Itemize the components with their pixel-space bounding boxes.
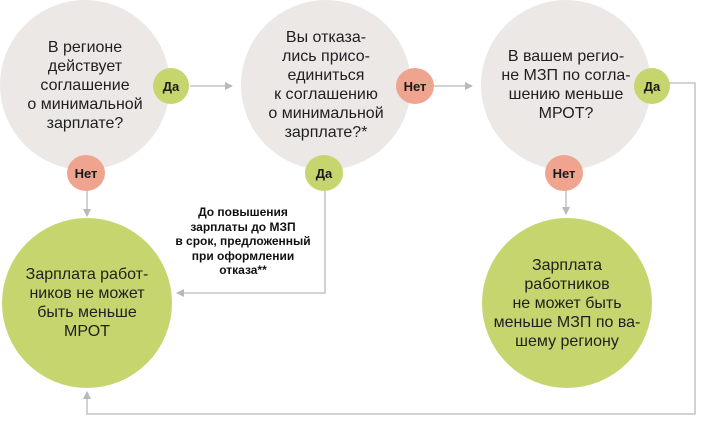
question-refused-to-join-text: Вы отказа- лись присо- единиться к согла… xyxy=(268,29,384,141)
question-refused-to-join: Вы отказа- лись присо- единиться к согла… xyxy=(241,0,411,170)
badge-no-q2: Нет xyxy=(396,68,434,104)
result-not-less-than-mrot: Зарплата работ- ников не может быть мень… xyxy=(2,218,172,388)
badge-yes-q1: Да xyxy=(153,68,189,104)
result-not-less-than-regional-mzp: Зарплата работников не может быть меньше… xyxy=(482,218,652,388)
arrow-q2-to-r1 xyxy=(176,188,326,297)
result-not-less-than-mrot-text: Зарплата работ- ников не может быть мень… xyxy=(25,266,149,340)
result-not-less-than-regional-mzp-text: Зарплата работников не может быть меньше… xyxy=(493,256,641,350)
badge-yes-q2: Да xyxy=(305,155,343,191)
question-regional-agreement: В регионе действует соглашение о минимал… xyxy=(0,0,170,170)
question-mzp-less-than-mrot-text: В вашем регио- не МЗП по согла- шению ме… xyxy=(501,48,631,122)
deadline-note: До повышения зарплаты до МЗП в срок, пре… xyxy=(175,205,311,277)
arrow-q3-to-r1 xyxy=(83,82,696,415)
badge-yes-q3: Да xyxy=(634,68,670,104)
badge-no-q3: Нет xyxy=(545,155,583,191)
question-mzp-less-than-mrot: В вашем регио- не МЗП по согла- шению ме… xyxy=(481,0,651,170)
question-regional-agreement-text: В регионе действует соглашение о минимал… xyxy=(27,38,143,132)
badge-no-q1: Нет xyxy=(67,155,105,191)
